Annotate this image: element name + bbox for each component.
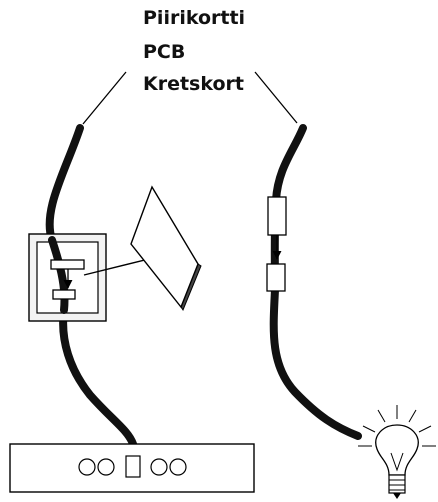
socket-1 (78, 458, 96, 476)
bulb-glass (375, 424, 419, 476)
socket-square (125, 455, 141, 478)
circuit-device (28, 233, 107, 322)
light-bulb-icon (358, 405, 436, 499)
cable-left-inner (48, 236, 69, 314)
label-finnish: Piirikortti (143, 7, 246, 29)
bulb-ray-3 (408, 409, 417, 423)
bulb-tip (393, 493, 401, 499)
chip-top (50, 259, 85, 270)
bulb-ray-2 (377, 409, 386, 423)
socket-3 (150, 458, 168, 476)
cable-right (269, 124, 362, 440)
socket-4 (169, 458, 187, 476)
bulb-ray-4 (362, 425, 376, 433)
chip-bottom (52, 289, 76, 300)
leader-line-right (254, 71, 298, 124)
connector-lower (266, 263, 286, 292)
leader-line-left (82, 71, 127, 125)
bulb-filament (390, 452, 404, 472)
circuit-board (130, 185, 202, 312)
label-english: PCB (143, 41, 186, 63)
label-swedish: Kretskort (143, 73, 245, 95)
socket-2 (97, 458, 115, 476)
connector-upper (267, 196, 287, 236)
socket-panel-device (9, 443, 255, 493)
board-top (130, 185, 199, 309)
bulb-ray-5 (418, 425, 432, 433)
